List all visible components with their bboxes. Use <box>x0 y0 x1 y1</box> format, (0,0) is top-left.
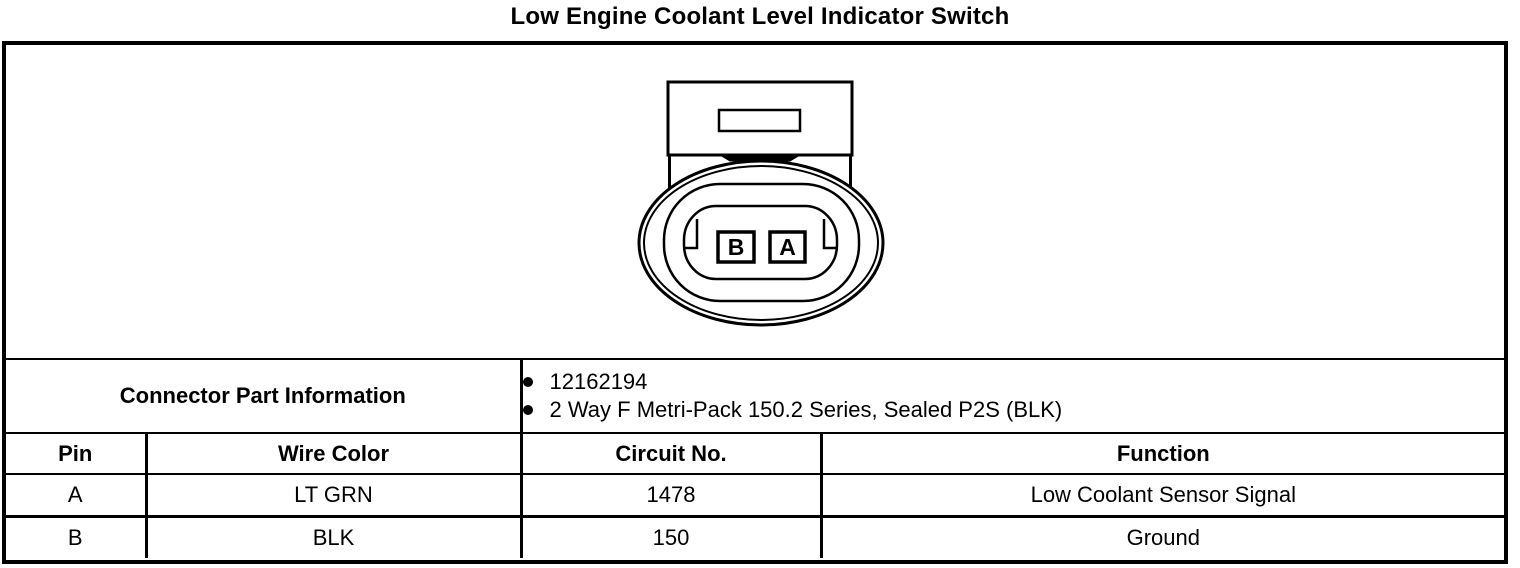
col-header-wire-color: Wire Color <box>144 432 523 475</box>
col-header-function: Function <box>819 432 1505 475</box>
table-row: A LT GRN 1478 Low Coolant Sensor Signal <box>6 473 1505 518</box>
bullet-icon <box>524 377 533 387</box>
part-number: 12162194 <box>549 369 648 394</box>
connector-spec-table: Connector Part Information 12162194 2 Wa… <box>6 358 1505 558</box>
connector-diagram: B A <box>637 80 885 327</box>
lock-tab-slot <box>717 108 802 133</box>
outer-ring-inner-line <box>643 165 879 321</box>
pin-a-box <box>768 230 807 264</box>
figure-frame: B A Connector Part Information 12162194 … <box>2 41 1508 564</box>
table-row: B BLK 150 Ground <box>6 515 1505 558</box>
connector-series: 2 Way F Metri-Pack 150.2 Series, Sealed … <box>549 397 1063 422</box>
part-info-item: 12162194 <box>524 368 1504 396</box>
cavity <box>682 204 839 281</box>
part-info-row: Connector Part Information 12162194 2 Wa… <box>6 358 1505 434</box>
pin-b-box <box>716 230 756 264</box>
wire-color-cell: LT GRN <box>144 473 523 518</box>
part-info-details: 12162194 2 Way F Metri-Pack 150.2 Series… <box>519 358 1505 434</box>
seal <box>718 154 802 162</box>
pin-cell: B <box>6 515 148 558</box>
table-header-row: Pin Wire Color Circuit No. Function <box>6 432 1505 475</box>
keyway-right <box>822 219 837 250</box>
bullet-icon <box>524 405 533 415</box>
part-info-label: Connector Part Information <box>6 358 523 434</box>
wire-color-cell: BLK <box>144 515 523 558</box>
pin-b-label: B <box>728 234 745 260</box>
keyway-left <box>684 219 699 250</box>
col-header-pin: Pin <box>6 432 148 475</box>
col-header-circuit-no: Circuit No. <box>519 432 823 475</box>
pin-cell: A <box>6 473 148 518</box>
pin-a-label: A <box>779 234 796 260</box>
circuit-no-cell: 150 <box>519 515 823 558</box>
circuit-no-cell: 1478 <box>519 473 823 518</box>
function-cell: Low Coolant Sensor Signal <box>819 473 1505 518</box>
function-cell: Ground <box>819 515 1505 558</box>
part-info-item: 2 Way F Metri-Pack 150.2 Series, Sealed … <box>524 396 1504 424</box>
page-title: Low Engine Coolant Level Indicator Switc… <box>510 3 1010 30</box>
